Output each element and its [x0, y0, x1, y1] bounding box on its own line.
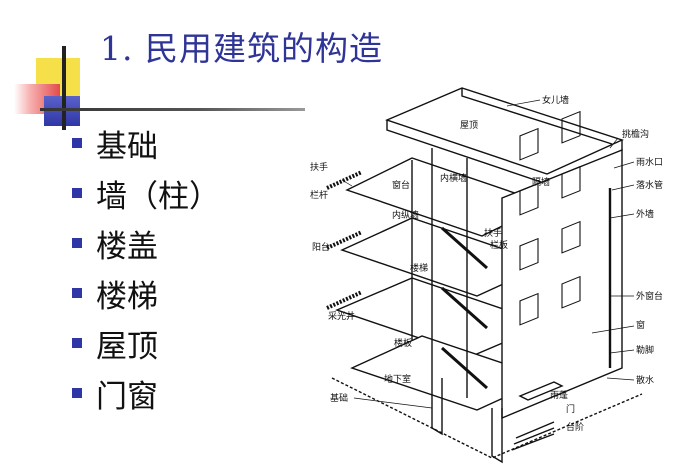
bullet-square-icon — [72, 188, 82, 198]
window-pane — [561, 220, 581, 254]
label-balcony: 阳台 — [312, 241, 330, 253]
building-structure — [326, 87, 643, 464]
label-handrail-mid: 扶手 — [484, 227, 502, 239]
entrance-steps — [511, 421, 555, 451]
label-staircase: 楼梯 — [410, 262, 428, 274]
bullet-square-icon — [72, 238, 82, 248]
decor-vertical-line — [62, 46, 66, 130]
leader-line — [613, 161, 635, 169]
label-window: 窗 — [636, 319, 645, 331]
staircase-flight — [441, 226, 488, 390]
label-canopy: 雨蓬 — [550, 389, 568, 401]
label-light-well: 采光井 — [328, 310, 355, 322]
label-rain-outlet: 雨水口 — [636, 156, 663, 168]
label-apron: 散水 — [636, 374, 654, 386]
bullet-square-icon — [72, 338, 82, 348]
bullet-square-icon — [72, 288, 82, 298]
inner-wall — [411, 148, 468, 398]
leader-line — [341, 179, 353, 187]
label-parapet: 女儿墙 — [542, 94, 569, 106]
leader-line — [606, 377, 635, 381]
label-door: 门 — [566, 403, 575, 415]
leader-line — [506, 99, 541, 107]
window-pane — [519, 292, 539, 326]
label-railing-mid: 栏板 — [490, 239, 508, 251]
bullet-text: 屋顶 — [96, 328, 158, 365]
window-pane — [561, 275, 581, 309]
label-inner-transverse-wall: 内横墙 — [440, 172, 467, 184]
bullet-text: 门窗 — [96, 378, 158, 415]
bullet-text: 墙（柱） — [96, 178, 220, 215]
leader-line — [609, 213, 635, 219]
window-pane — [519, 237, 539, 271]
leader-line — [611, 184, 635, 191]
diagram-labels: 女儿墙 屋顶 挑檐沟 雨水口 落水管 外墙 扶手 栏杆 窗台 内横墙 隔墙 内纵… — [310, 94, 663, 433]
entrance-canopy — [518, 381, 564, 401]
bullet-item: 楼梯 — [72, 268, 220, 318]
label-outer-wall: 外墙 — [636, 208, 654, 220]
label-inner-longitudinal-wall: 内纵墙 — [392, 209, 419, 221]
window-pane — [561, 165, 581, 199]
bullet-text: 基础 — [96, 128, 158, 165]
bullet-item: 屋顶 — [72, 318, 220, 368]
facade-windows — [519, 110, 581, 326]
label-partition-wall: 隔墙 — [532, 176, 550, 188]
label-plinth: 勒脚 — [636, 344, 654, 356]
leader-lines — [341, 99, 635, 409]
label-downpipe: 落水管 — [636, 179, 663, 191]
label-window-sill-top: 窗台 — [392, 179, 410, 191]
decor-horizontal-line — [40, 108, 305, 111]
window-pane — [519, 127, 539, 161]
label-handrail-top: 扶手 — [310, 161, 328, 173]
leader-line — [353, 397, 433, 409]
label-outer-window-sill: 外窗台 — [636, 290, 663, 302]
ground-line — [331, 377, 643, 459]
label-roof: 屋顶 — [460, 120, 478, 131]
label-foundation: 基础 — [330, 392, 348, 404]
label-steps: 台阶 — [566, 421, 584, 433]
bullet-square-icon — [72, 388, 82, 398]
bullet-text: 楼盖 — [96, 228, 158, 265]
leader-line — [609, 137, 619, 149]
label-floor-slab: 楼板 — [394, 337, 412, 349]
slide-title: 1. 民用建筑的构造 — [100, 29, 383, 68]
bullet-item: 基础 — [72, 118, 220, 168]
leader-line — [591, 325, 635, 334]
building-section-diagram: 女儿墙 屋顶 挑檐沟 雨水口 落水管 外墙 扶手 栏杆 窗台 内横墙 隔墙 内纵… — [292, 78, 692, 468]
window-pane — [519, 182, 539, 216]
label-railing-top: 栏杆 — [310, 189, 328, 201]
bullet-item: 楼盖 — [72, 218, 220, 268]
bullet-item: 门窗 — [72, 368, 220, 418]
window-pane — [561, 110, 581, 144]
label-eave-gutter: 挑檐沟 — [622, 128, 649, 140]
building-drawing: 女儿墙 屋顶 挑檐沟 雨水口 落水管 外墙 扶手 栏杆 窗台 内横墙 隔墙 内纵… — [310, 87, 663, 464]
bullet-square-icon — [72, 138, 82, 148]
leader-line — [609, 349, 635, 354]
bullet-list: 基础 墙（柱） 楼盖 楼梯 屋顶 门窗 — [72, 118, 220, 418]
label-basement: 地下室 — [384, 373, 411, 385]
bullet-text: 楼梯 — [96, 278, 158, 315]
bullet-item: 墙（柱） — [72, 168, 220, 218]
balcony-railing — [326, 170, 363, 310]
